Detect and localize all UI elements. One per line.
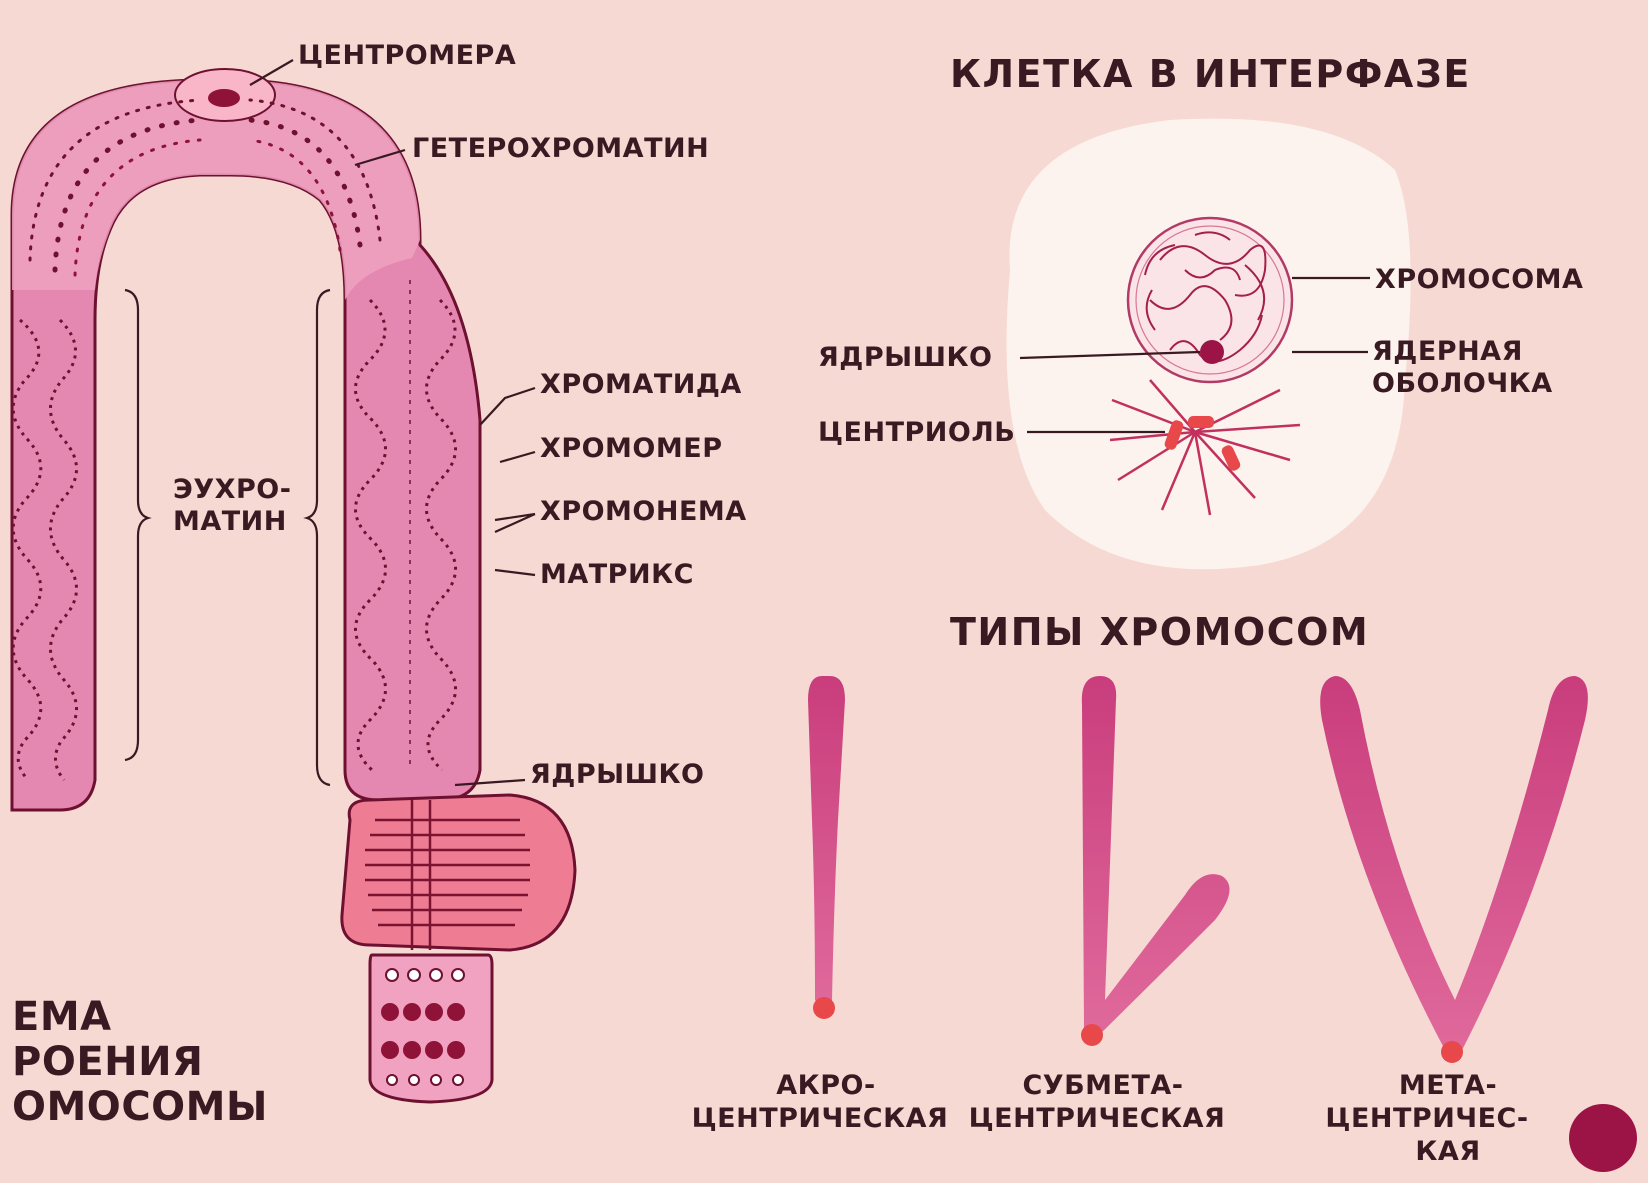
satellite bbox=[370, 955, 492, 1102]
metacentric-label-1: МЕТА- bbox=[1399, 1070, 1497, 1101]
scheme-title-line-2: РОЕНИЯ bbox=[12, 1039, 203, 1085]
cell-nucleolus bbox=[1200, 340, 1224, 364]
submetacentric-label-1: СУБМЕТА- bbox=[1022, 1070, 1183, 1101]
submetacentric-label-2: ЦЕНТРИЧЕСКАЯ bbox=[969, 1103, 1226, 1134]
label-chromosome: ХРОМОСОМА bbox=[1375, 264, 1583, 295]
submetacentric-chromosome bbox=[1081, 676, 1230, 1046]
centromere-dot bbox=[208, 89, 240, 107]
interphase-cell bbox=[1007, 119, 1411, 570]
label-envelope-2: ОБОЛОЧКА bbox=[1372, 368, 1553, 399]
label-euchromatin-1: ЭУХРО- bbox=[173, 474, 291, 505]
label-centriole: ЦЕНТРИОЛЬ bbox=[818, 417, 1015, 448]
scheme-title-line-3: ОМОСОМЫ bbox=[12, 1084, 268, 1130]
euchromatin-brackets bbox=[125, 290, 330, 785]
acrocentric-label-2: ЦЕНТРИЧЕСКАЯ bbox=[692, 1103, 949, 1134]
label-euchromatin-2: МАТИН bbox=[173, 506, 287, 537]
metacentric-centromere bbox=[1441, 1041, 1463, 1063]
label-nucleolus-left: ЯДРЫШКО bbox=[530, 759, 704, 790]
types-title: ТИПЫ ХРОМОСОМ bbox=[950, 610, 1369, 654]
scheme-title-line-1: ЕМА bbox=[12, 994, 112, 1040]
metacentric-label-3: КАЯ bbox=[1415, 1136, 1480, 1167]
label-chromonema: ХРОМОНЕМА bbox=[540, 496, 747, 527]
label-chromomere: ХРОМОМЕР bbox=[540, 433, 722, 464]
corner-dot bbox=[1569, 1104, 1637, 1172]
submetacentric-centromere bbox=[1081, 1024, 1103, 1046]
label-matrix: МАТРИКС bbox=[540, 559, 694, 590]
label-centromere: ЦЕНТРОМЕРА bbox=[298, 40, 516, 71]
label-envelope-1: ЯДЕРНАЯ bbox=[1372, 336, 1523, 367]
chromosome-arch bbox=[12, 69, 480, 810]
acrocentric-chromosome bbox=[808, 676, 845, 1019]
metacentric-chromosome bbox=[1320, 676, 1588, 1063]
label-heterochromatin: ГЕТЕРОХРОМАТИН bbox=[412, 133, 709, 164]
centriole-2 bbox=[1188, 416, 1214, 428]
label-nucleolus-cell: ЯДРЫШКО bbox=[818, 342, 992, 373]
interphase-title: КЛЕТКА В ИНТЕРФАЗЕ bbox=[950, 52, 1471, 96]
acrocentric-label-1: АКРО- bbox=[776, 1070, 875, 1101]
metacentric-label-2: ЦЕНТРИЧЕС- bbox=[1325, 1103, 1528, 1134]
nucleolus-body bbox=[342, 795, 575, 950]
acrocentric-centromere bbox=[813, 997, 835, 1019]
label-chromatid: ХРОМАТИДА bbox=[540, 369, 742, 400]
